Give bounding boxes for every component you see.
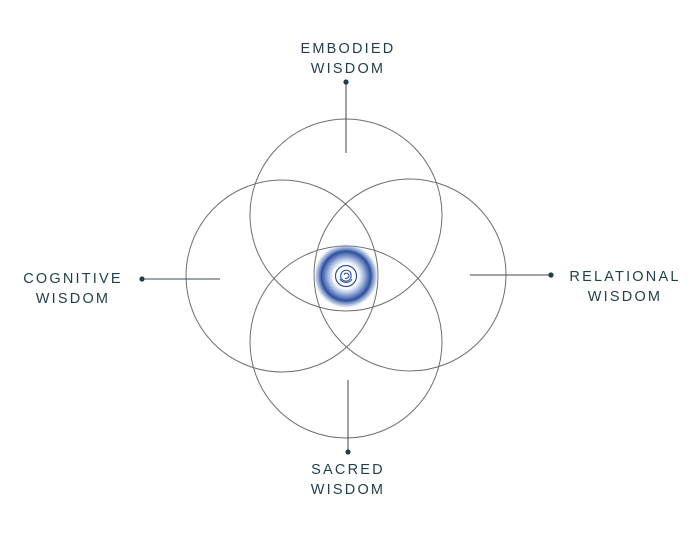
- label-relational-wisdom: RELATIONAL WISDOM: [555, 267, 695, 307]
- connector-bottom: [345, 380, 351, 455]
- label-top-line1: EMBODIED: [300, 41, 396, 57]
- label-left-line2: WISDOM: [35, 291, 111, 307]
- label-bottom-line1: SACRED: [311, 462, 385, 478]
- connector-right: [470, 272, 554, 278]
- rose-emblem-icon: [334, 264, 358, 288]
- label-sacred-wisdom: SACRED WISDOM: [248, 460, 448, 500]
- label-bottom-line2: WISDOM: [310, 482, 386, 498]
- connector-top: [343, 79, 349, 153]
- label-embodied-wisdom: EMBODIED WISDOM: [248, 39, 448, 79]
- label-cognitive-wisdom: COGNITIVE WISDOM: [6, 269, 140, 309]
- connector-left: [139, 276, 220, 282]
- label-left-line1: COGNITIVE: [23, 271, 123, 287]
- label-right-line1: RELATIONAL: [569, 269, 681, 285]
- label-top-line2: WISDOM: [310, 61, 386, 77]
- label-right-line2: WISDOM: [587, 289, 663, 305]
